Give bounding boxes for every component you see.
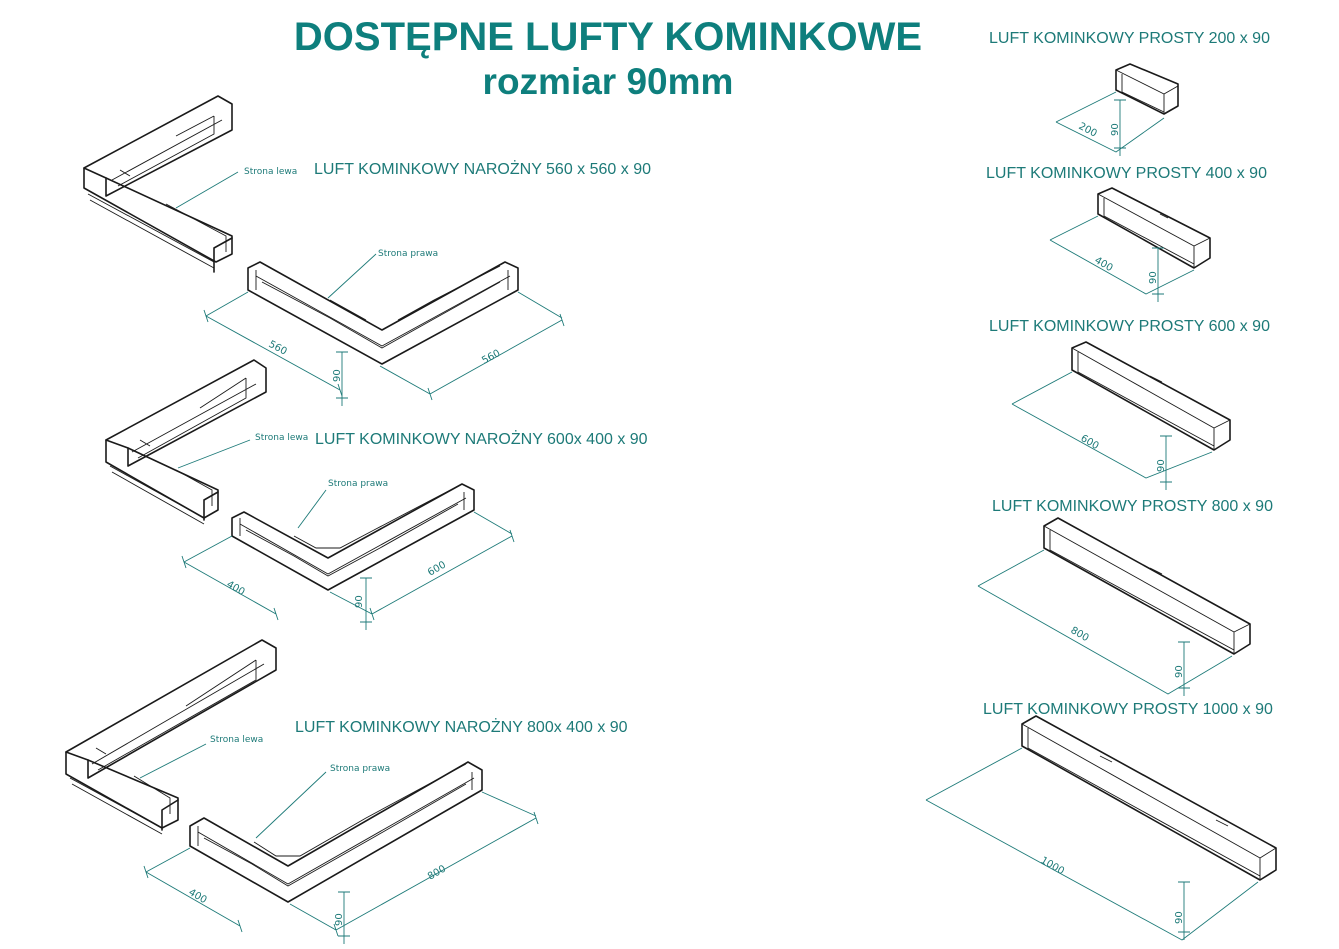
right-side-label: Strona prawa xyxy=(378,249,438,259)
corner-caption-600: LUFT KOMINKOWY NAROŻNY 600x 400 x 90 xyxy=(315,429,648,448)
straight-vent-800: 800 90 LUFT KOMINKOWY PROSTY 800 x 90 xyxy=(977,498,1273,696)
left-side-label-3: Strona lewa xyxy=(210,735,263,745)
dim-length-200: 200 xyxy=(1077,121,1099,140)
dim-right-600: 600 xyxy=(426,560,448,579)
corner-vent-560-left-piece xyxy=(83,95,233,273)
dim-height-200: 90 xyxy=(1110,123,1121,136)
left-side-label-2: Strona lewa xyxy=(255,433,308,443)
dim-length-600: 600 xyxy=(1079,433,1101,452)
corner-vent-800x400: Strona lewa Strona prawa 400 800 90 LUFT… xyxy=(65,639,628,944)
corner-vent-800-right-piece xyxy=(189,761,483,903)
corner-vent-560-right-piece xyxy=(247,261,519,365)
dim-length-800: 800 xyxy=(1069,625,1091,644)
corner-vent-600-right-piece xyxy=(231,483,475,591)
straight-vent-200: 200 90 LUFT KOMINKOWY PROSTY 200 x 90 xyxy=(989,30,1270,156)
straight-vent-600: 600 90 LUFT KOMINKOWY PROSTY 600 x 90 xyxy=(989,318,1270,490)
straight-caption-200: LUFT KOMINKOWY PROSTY 200 x 90 xyxy=(989,30,1270,47)
dim-height-600: 90 xyxy=(354,595,365,608)
corner-vent-560x560: Strona lewa Strona prawa 560 560 90 LUFT… xyxy=(83,95,651,406)
page-subtitle: rozmiar 90mm xyxy=(483,61,734,102)
dim-right-560: 560 xyxy=(480,348,502,367)
dim-height-560: 90 xyxy=(332,369,343,382)
dim-length-400: 400 xyxy=(1093,255,1115,274)
corner-vent-800-left-piece xyxy=(65,639,277,835)
straight-caption-1000: LUFT KOMINKOWY PROSTY 1000 x 90 xyxy=(983,701,1273,718)
corner-caption-800: LUFT KOMINKOWY NAROŻNY 800x 400 x 90 xyxy=(295,717,628,736)
dim-height-800s: 90 xyxy=(1174,665,1185,678)
straight-caption-400: LUFT KOMINKOWY PROSTY 400 x 90 xyxy=(986,165,1267,182)
dim-length-1000: 1000 xyxy=(1039,855,1067,877)
dim-height-800: 90 xyxy=(334,913,345,926)
dim-height-400: 90 xyxy=(1148,271,1159,284)
straight-vent-1000: 1000 90 LUFT KOMINKOWY PROSTY 1000 x 90 xyxy=(925,701,1277,941)
corner-vent-600x400: Strona lewa Strona prawa 400 600 90 LUFT… xyxy=(105,359,648,630)
dim-height-600s: 90 xyxy=(1156,459,1167,472)
left-side-label: Strona lewa xyxy=(244,167,297,177)
dim-right-800: 800 xyxy=(426,864,448,883)
corner-vent-600-left-piece xyxy=(105,359,267,525)
page-title: DOSTĘPNE LUFTY KOMINKOWE xyxy=(294,15,922,59)
straight-caption-800: LUFT KOMINKOWY PROSTY 800 x 90 xyxy=(992,498,1273,515)
right-side-label-2: Strona prawa xyxy=(328,479,388,489)
dim-height-1000: 90 xyxy=(1174,911,1185,924)
right-side-label-3: Strona prawa xyxy=(330,764,390,774)
straight-vent-400: 400 90 LUFT KOMINKOWY PROSTY 400 x 90 xyxy=(986,165,1267,302)
dim-left-560: 560 xyxy=(267,339,289,358)
corner-caption-560: LUFT KOMINKOWY NAROŻNY 560 x 560 x 90 xyxy=(314,159,651,178)
dim-left-400b: 400 xyxy=(187,887,209,906)
straight-caption-600: LUFT KOMINKOWY PROSTY 600 x 90 xyxy=(989,318,1270,335)
